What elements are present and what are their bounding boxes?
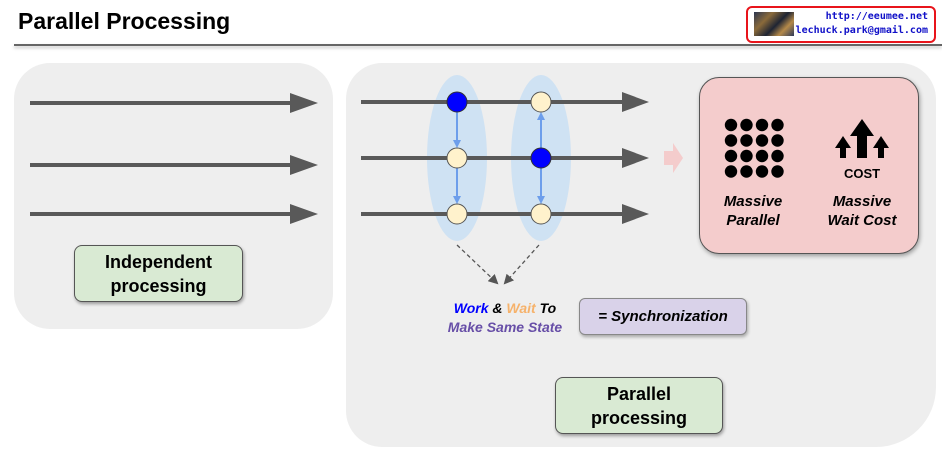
- cost-up-icon: [835, 119, 889, 158]
- avatar-thumbnail: [754, 12, 794, 36]
- label-line: Wait Cost: [827, 212, 897, 229]
- page-title: Parallel Processing: [18, 8, 231, 34]
- grid-dot: [740, 149, 753, 163]
- wait-node: [446, 147, 468, 169]
- result-box: COST Massive Parallel Massive Wait Cost: [699, 77, 919, 254]
- parallel-processing-label: Parallel processing: [555, 377, 723, 434]
- grid-dot: [771, 134, 784, 147]
- grid-dot: [740, 134, 753, 147]
- label-line: Parallel: [726, 212, 780, 229]
- result-item-label: Massive Parallel: [703, 192, 803, 230]
- to-text: To: [535, 300, 557, 316]
- grid-dot: [724, 165, 738, 178]
- label-line: Parallel: [606, 383, 672, 404]
- grid-dot: [771, 149, 784, 163]
- independent-arrow: [30, 204, 318, 224]
- sync-caption: Work & Wait To Make Same State: [440, 299, 570, 337]
- grid-dot: [755, 149, 769, 163]
- result-arrow-icon: [664, 143, 683, 173]
- badge-email[interactable]: lechuck.park@gmail.com: [795, 25, 928, 36]
- independent-arrow: [30, 93, 318, 113]
- grid-dot: [724, 134, 738, 147]
- badge-url[interactable]: http://eeumee.net: [825, 11, 928, 22]
- grid-dot: [740, 118, 753, 132]
- state-text: Make Same State: [447, 319, 563, 335]
- label-line: Independent: [105, 251, 212, 272]
- parallel-arrow: [361, 148, 649, 168]
- grid-dot: [755, 165, 769, 178]
- wait-node: [530, 91, 552, 113]
- label-line: processing: [110, 275, 207, 296]
- work-text: Work: [453, 300, 489, 316]
- work-node: [446, 91, 468, 113]
- independent-arrow: [30, 155, 318, 175]
- grid-dot: [771, 118, 784, 132]
- label-line: Massive: [723, 193, 783, 210]
- wait-node: [530, 203, 552, 225]
- independent-processing-label: Independent processing: [74, 245, 243, 302]
- result-item-label: Massive Wait Cost: [812, 192, 912, 230]
- synchronization-label: = Synchronization: [579, 298, 747, 335]
- title-divider: [14, 44, 942, 46]
- amp-text: &: [488, 300, 507, 316]
- wait-text: Wait: [506, 300, 536, 316]
- author-badge: http://eeumee.net lechuck.park@gmail.com: [746, 6, 936, 43]
- parallel-arrow: [361, 92, 649, 112]
- wait-node: [446, 203, 468, 225]
- grid-dot: [724, 149, 738, 163]
- dot-grid-icon: [724, 118, 784, 178]
- cost-icon-text: COST: [844, 166, 880, 181]
- work-node: [530, 147, 552, 169]
- grid-dot: [771, 165, 784, 178]
- grid-dot: [755, 118, 769, 132]
- dashed-arrow: [456, 244, 499, 285]
- grid-dot: [740, 165, 753, 178]
- label-line: processing: [590, 407, 688, 428]
- grid-dot: [755, 134, 769, 147]
- parallel-arrow: [361, 204, 649, 224]
- dashed-arrow: [503, 244, 540, 285]
- label-line: Massive: [832, 193, 892, 210]
- grid-dot: [724, 118, 738, 132]
